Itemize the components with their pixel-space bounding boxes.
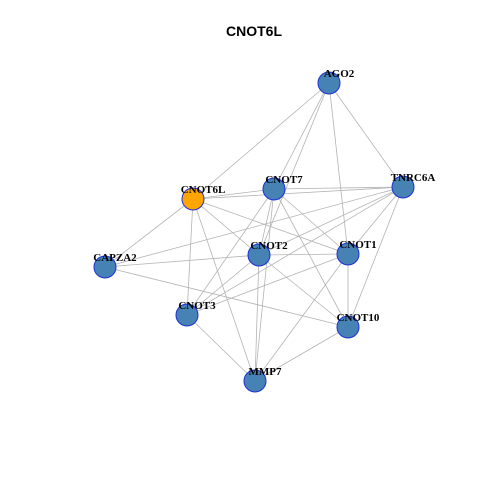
node-label-cnot2: CNOT2	[250, 240, 288, 252]
node-label-cnot10: CNOT10	[337, 312, 380, 324]
edge-cnot2-cnot10	[258, 254, 349, 328]
edge-cnot7-cnot10	[273, 188, 349, 328]
node-cnot3	[175, 303, 199, 327]
edge-cnot7-cnot1	[273, 188, 349, 255]
edge-cnot3-mmp7	[186, 314, 256, 382]
edge-cnot2-cnot3	[186, 254, 260, 316]
node-label-cnot7: CNOT7	[265, 174, 303, 186]
node-layer	[93, 71, 415, 393]
edge-cnot7-tnrc6a	[273, 186, 404, 190]
edge-cnot2-mmp7	[254, 254, 260, 382]
edge-tnrc6a-cnot10	[347, 186, 404, 328]
node-mmp7	[243, 369, 267, 393]
node-cnot1	[336, 242, 360, 266]
edge-capza2-cnot2	[104, 254, 260, 268]
edge-ago2-cnot2	[258, 82, 330, 256]
node-capza2	[93, 255, 117, 279]
edge-cnot6l-mmp7	[192, 198, 256, 382]
edge-cnot1-cnot3	[186, 253, 349, 316]
node-label-capza2: CAPZA2	[93, 252, 137, 264]
node-tnrc6a	[391, 175, 415, 199]
edge-cnot6l-capza2	[104, 198, 194, 268]
node-label-cnot6l: CNOT6L	[181, 184, 226, 196]
node-ago2	[317, 71, 341, 95]
node-cnot10	[336, 315, 360, 339]
node-label-tnrc6a: TNRC6A	[391, 172, 436, 184]
edge-tnrc6a-cnot3	[186, 186, 404, 316]
edge-ago2-cnot7	[273, 82, 330, 190]
edge-cnot6l-cnot3	[186, 198, 194, 316]
edge-cnot6l-tnrc6a	[192, 186, 404, 200]
edge-ago2-cnot6l	[192, 82, 330, 200]
node-label-cnot3: CNOT3	[178, 300, 216, 312]
edge-cnot6l-cnot2	[192, 198, 260, 256]
edge-cnot7-cnot3	[186, 188, 275, 316]
edge-cnot10-mmp7	[254, 326, 349, 382]
edge-ago2-tnrc6a	[328, 82, 404, 188]
edge-cnot1-mmp7	[254, 253, 349, 382]
edge-layer	[104, 82, 404, 382]
edge-capza2-cnot10	[104, 266, 349, 328]
edge-cnot7-mmp7	[254, 188, 275, 382]
node-label-ago2: AGO2	[324, 68, 355, 80]
node-cnot7	[262, 177, 286, 201]
edge-tnrc6a-cnot1	[347, 186, 404, 255]
chart-title: CNOT6L	[226, 23, 282, 39]
node-cnot2	[247, 243, 271, 267]
node-label-mmp7: MMP7	[249, 366, 282, 378]
edge-cnot6l-cnot7	[192, 188, 275, 200]
edge-tnrc6a-capza2	[104, 186, 404, 268]
edge-cnot2-cnot1	[258, 253, 349, 256]
edge-tnrc6a-cnot2	[258, 186, 404, 256]
node-label-cnot1: CNOT1	[339, 239, 376, 251]
edge-ago2-cnot1	[328, 82, 349, 255]
node-cnot6l	[181, 187, 205, 211]
